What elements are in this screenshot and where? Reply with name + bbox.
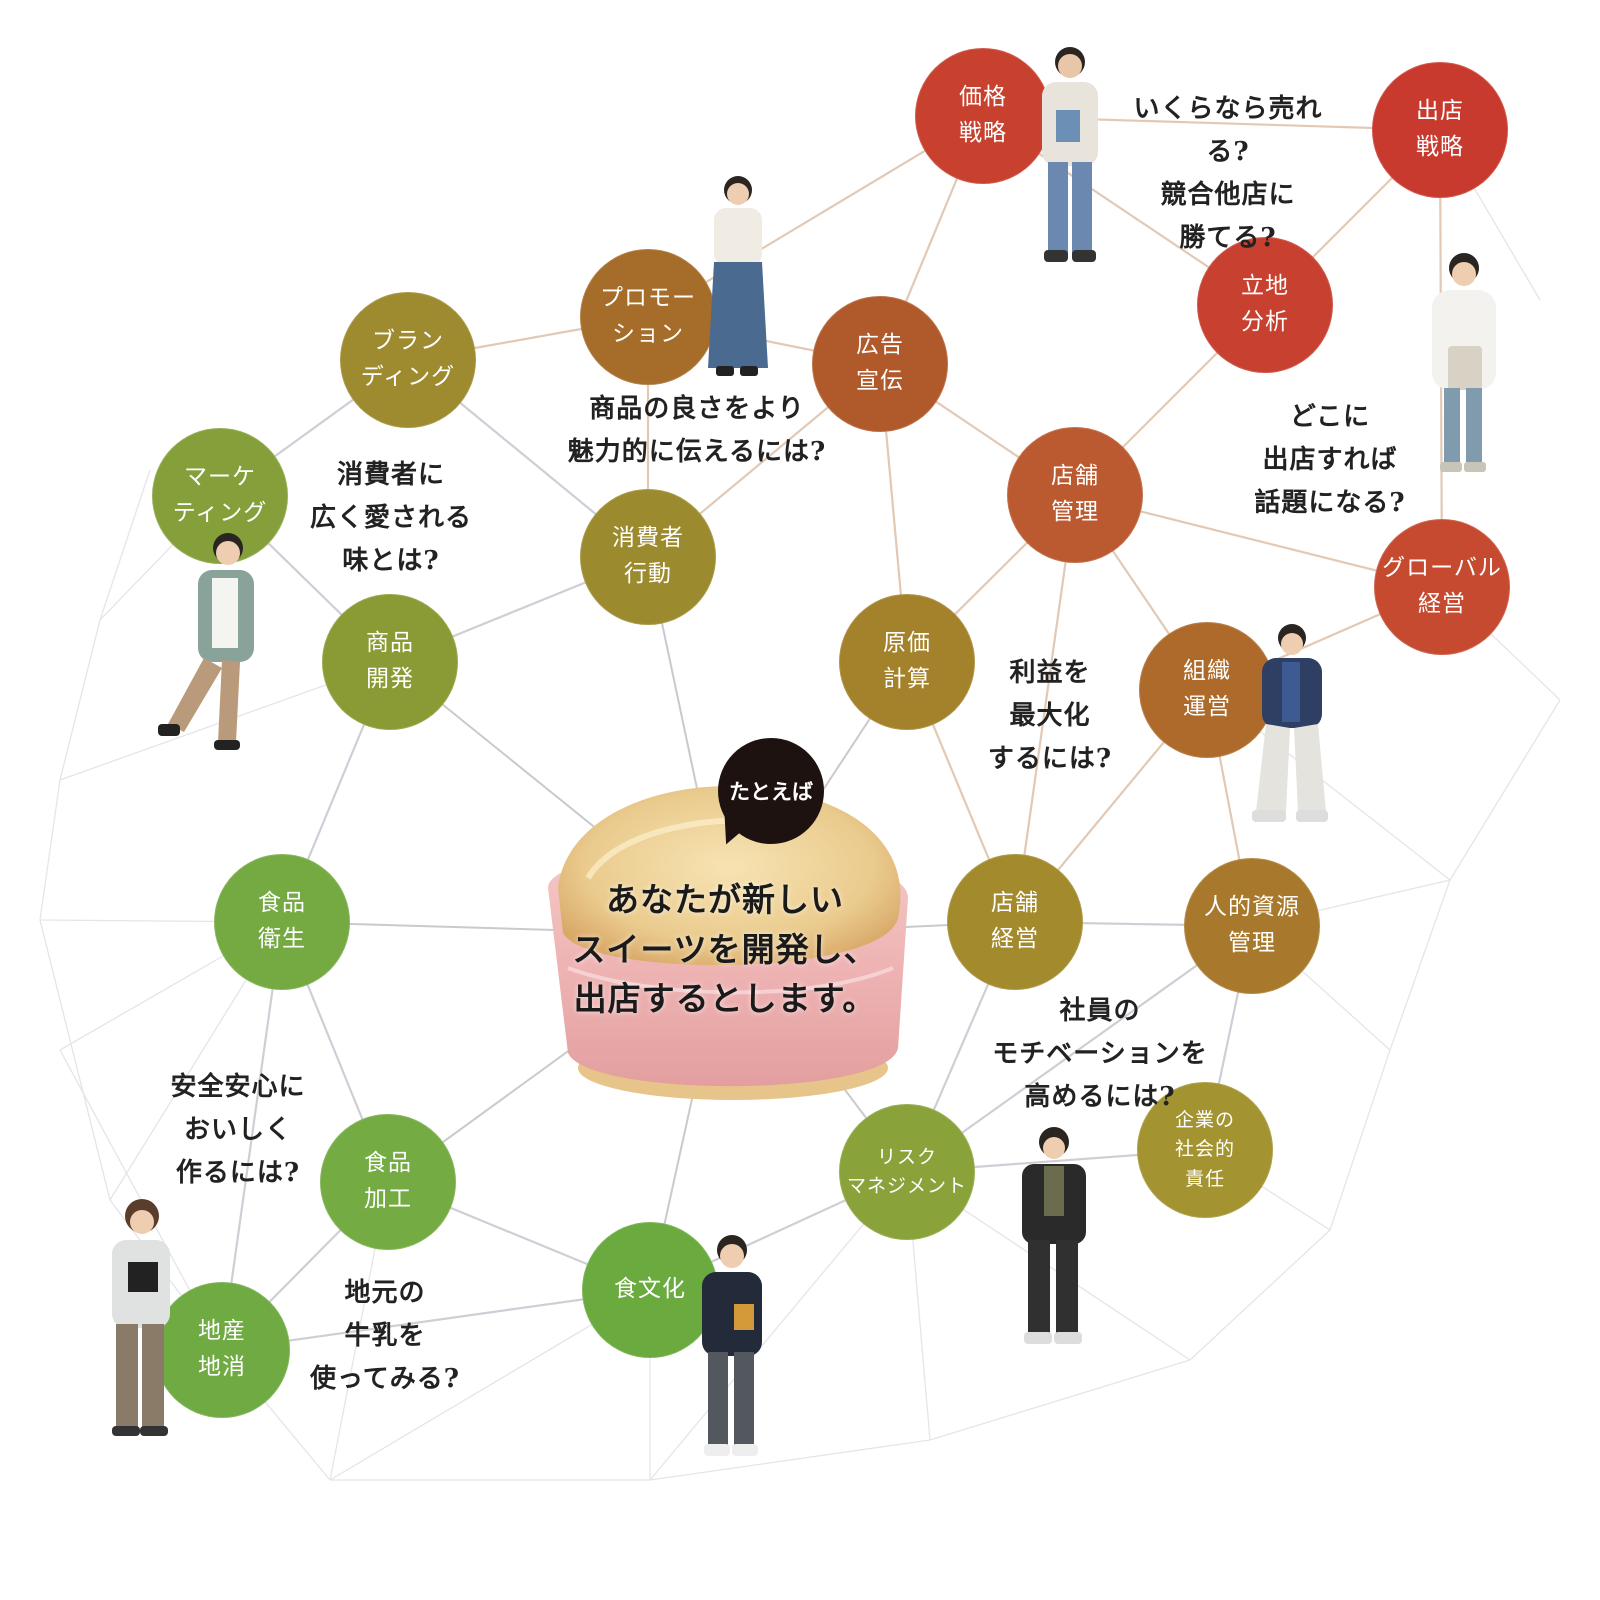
- question-motivation: 社員の モチベーションを 高めるには?: [992, 996, 1208, 1112]
- sweets-image: [548, 786, 908, 1100]
- node-label: 出店 戦略: [1416, 98, 1464, 160]
- node-label: 企業の 社会的 責任: [1174, 1108, 1235, 1190]
- node-shohisha: 消費者 行動: [580, 489, 716, 625]
- node-label: ブラン ディング: [360, 328, 456, 390]
- node-tenpo_kanri: 店舗 管理: [1007, 427, 1143, 563]
- node-label: 価格 戦略: [959, 84, 1007, 146]
- connector-line: [1013, 494, 1077, 923]
- connector-line: [1389, 879, 1451, 1051]
- connector-line: [39, 919, 111, 1201]
- student-figure: [1022, 1127, 1086, 1344]
- node-shohin: 商品 開発: [322, 594, 458, 730]
- student-figure: [1432, 253, 1496, 472]
- node-kakou: 食品 加工: [320, 1114, 456, 1250]
- node-label: リスク マネジメント: [846, 1145, 967, 1197]
- connector-line: [59, 619, 101, 781]
- connector-line: [220, 921, 284, 1351]
- center-statement: あなたが新しい スイーツを開発し、 出店するとします。: [572, 880, 878, 1018]
- node-label: 広告 宣伝: [856, 332, 904, 394]
- node-label: 地産 地消: [198, 1318, 246, 1380]
- connector-line: [39, 779, 61, 921]
- node-genka: 原価 計算: [839, 594, 975, 730]
- question-price: いくらなら売れる? 競合他店に 勝てる?: [1133, 94, 1323, 253]
- student-figure: [158, 533, 254, 750]
- node-kakaku: 価格 戦略: [915, 48, 1051, 184]
- node-koukoku: 広告 宣伝: [812, 296, 948, 432]
- student-figure: [112, 1199, 170, 1436]
- node-label: グローバル 経営: [1382, 555, 1502, 617]
- node-label: 店舗 管理: [1051, 463, 1099, 525]
- question-promotion: 商品の良さをより 魅力的に伝えるには?: [567, 394, 827, 467]
- node-label: マーケ ティング: [172, 464, 268, 526]
- connector-line: [1189, 1229, 1331, 1361]
- node-jinteki: 人的資源 管理: [1184, 858, 1320, 994]
- question-profit: 利益を 最大化 するには?: [987, 658, 1113, 774]
- node-soshiki: 組織 運営: [1139, 622, 1275, 758]
- node-tenpo_keiei: 店舗 経営: [947, 854, 1083, 990]
- question-safety: 安全安心に おいしく 作るには?: [170, 1072, 306, 1188]
- node-label: 立地 分析: [1241, 273, 1289, 335]
- node-label: 組織 運営: [1183, 658, 1231, 720]
- question-consumer: 消費者に 広く愛される 味とは?: [309, 460, 472, 576]
- node-risk: リスク マネジメント: [839, 1104, 975, 1240]
- node-global: グローバル 経営: [1374, 519, 1510, 655]
- node-label: 消費者 行動: [612, 525, 684, 587]
- question-milk: 地元の 牛乳を 使ってみる?: [310, 1278, 460, 1394]
- node-marketing: マーケ ティング: [152, 428, 288, 564]
- question-location: どこに 出店すれば 話題になる?: [1254, 402, 1406, 518]
- example-bubble: たとえば: [718, 738, 824, 844]
- node-chisan: 地産 地消: [154, 1282, 290, 1418]
- connector-line: [99, 469, 151, 621]
- connector-line: [906, 925, 1253, 1173]
- student-figure: [708, 176, 768, 376]
- node-branding: ブラン ディング: [340, 292, 476, 428]
- connector-line: [1329, 1049, 1391, 1231]
- node-label: 店舗 経営: [991, 890, 1039, 952]
- node-shutten: 出店 戦略: [1372, 62, 1508, 198]
- connector-line: [929, 1359, 1191, 1441]
- node-promotion: プロモー ション: [580, 249, 716, 385]
- node-label: 人的資源 管理: [1204, 894, 1300, 956]
- connector-line: [649, 1439, 931, 1481]
- connector-line: [1449, 699, 1561, 881]
- node-label: 原価 計算: [883, 630, 931, 692]
- node-label: プロモー ション: [600, 285, 696, 347]
- node-csr: 企業の 社会的 責任: [1137, 1082, 1273, 1218]
- student-figure: [702, 1235, 762, 1456]
- node-label: 食品 衛生: [258, 890, 306, 952]
- node-shokubunka: 食文化: [582, 1222, 718, 1358]
- connector-line: [221, 1288, 651, 1352]
- node-ritchi: 立地 分析: [1197, 237, 1333, 373]
- node-label: 食文化: [614, 1276, 686, 1303]
- student-figure: [1042, 47, 1098, 262]
- student-figure: [1252, 624, 1328, 822]
- node-label: 食品 加工: [364, 1150, 412, 1212]
- node-eisei: 食品 衛生: [214, 854, 350, 990]
- node-label: 商品 開発: [366, 630, 414, 692]
